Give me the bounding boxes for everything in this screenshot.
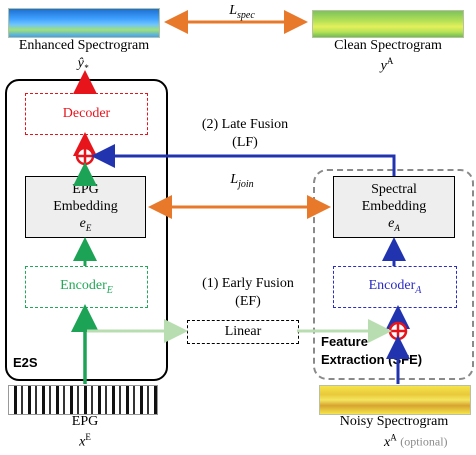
early-fusion-line1: (1) Early Fusion <box>202 276 294 291</box>
epg-image <box>8 385 158 415</box>
epg-embedding-line2: Embedding <box>53 199 118 214</box>
enhanced-spectrogram-image <box>8 8 160 38</box>
spectral-embedding-block: Spectral Embedding eA <box>333 176 455 238</box>
epg-title: EPG <box>71 414 99 429</box>
clean-spectrogram-title: Clean Spectrogram <box>334 38 442 53</box>
noisy-spectrogram-title: Noisy Spectrogram <box>339 414 449 429</box>
epg-embedding-block: EPG Embedding eE <box>25 176 146 238</box>
linear-label: Linear <box>224 324 262 339</box>
encoder-a-label: EncoderA <box>368 278 422 296</box>
epg-symbol: xE <box>79 432 91 450</box>
encoder-e-label: EncoderE <box>60 278 113 296</box>
sfe-tag-line1: Feature <box>319 334 370 349</box>
spectral-embedding-line2: Embedding <box>361 199 427 214</box>
early-fusion-plus-icon <box>388 321 408 341</box>
noisy-symbol: xA <box>384 432 397 450</box>
enhanced-spectrogram-title: Enhanced Spectrogram <box>18 38 150 53</box>
late-fusion-plus-icon <box>75 146 95 166</box>
clean-symbol: yA <box>380 56 394 74</box>
noisy-spectrogram-image <box>319 385 471 415</box>
noisy-optional: (optional) <box>400 434 448 449</box>
e2s-tag: E2S <box>13 355 38 370</box>
spectral-embedding-line1: Spectral <box>371 182 417 197</box>
clean-spectrogram-image <box>312 10 464 38</box>
noisy-symbol-row: xA (optional) <box>384 432 474 451</box>
decoder-label: Decoder <box>62 106 111 121</box>
loss-join-label: Ljoin <box>230 172 254 190</box>
late-fusion-line2: (LF) <box>232 135 258 150</box>
late-fusion-line1: (2) Late Fusion <box>201 117 289 132</box>
enhanced-symbol: ŷ* <box>77 56 89 73</box>
epg-embedding-symbol: eE <box>79 216 92 233</box>
spectral-embedding-symbol: eA <box>388 216 400 233</box>
early-fusion-line2: (EF) <box>235 294 261 309</box>
late-fusion-arrow <box>91 144 396 176</box>
